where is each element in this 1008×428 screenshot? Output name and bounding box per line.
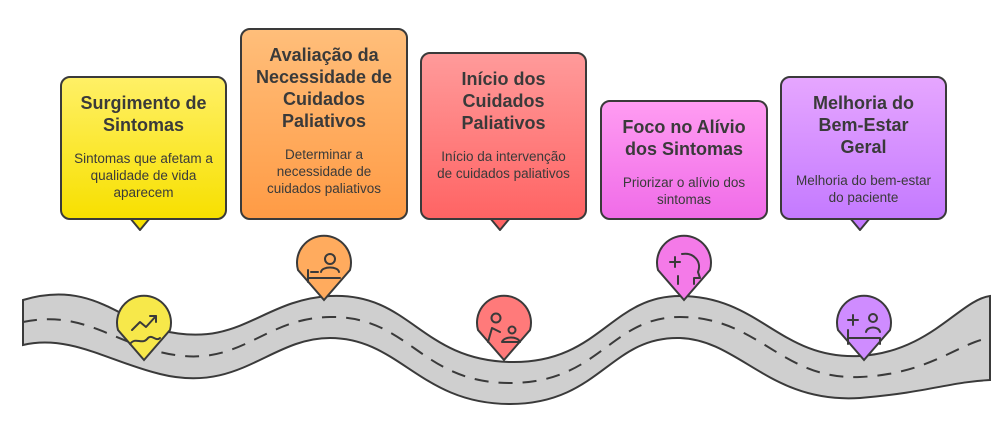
step-description: Sintomas que afetam a qualidade de vida …: [74, 151, 213, 200]
pin-melhoria: [836, 294, 892, 362]
road-center-line: [22, 315, 991, 385]
pin-inicio: [476, 294, 532, 362]
step-description: Melhoria do bem-estar do paciente: [795, 173, 932, 205]
caregiver-icon: [487, 312, 521, 343]
road: [22, 293, 991, 406]
step-title: Foco no Alívio dos Sintomas: [622, 117, 746, 159]
step-card-inicio: Início dos Cuidados Paliativos Início da…: [420, 52, 587, 220]
pin-surgimento: [116, 294, 172, 362]
step-description: Determinar a necessidade de cuidados pal…: [266, 147, 382, 196]
symptoms-chart-icon: [129, 315, 161, 345]
pin-avaliacao: [296, 234, 352, 302]
head-health-icon: [669, 252, 701, 285]
step-card-melhoria: Melhoria do Bem-Estar Geral Melhoria do …: [780, 76, 947, 220]
doctor-patient-bed-icon: [307, 253, 341, 283]
step-card-foco: Foco no Alívio dos Sintomas Priorizar o …: [600, 100, 768, 220]
step-card-surgimento: Surgimento de Sintomas Sintomas que afet…: [60, 76, 227, 220]
step-title: Avaliação da Necessidade de Cuidados Pal…: [255, 45, 393, 131]
patient-care-icon: [847, 313, 881, 345]
pin-foco: [656, 234, 712, 302]
step-card-avaliacao: Avaliação da Necessidade de Cuidados Pal…: [240, 28, 408, 220]
step-title: Surgimento de Sintomas: [80, 93, 207, 135]
step-title: Início dos Cuidados Paliativos: [461, 69, 546, 133]
step-title: Melhoria do Bem-Estar Geral: [812, 93, 914, 157]
step-description: Início da intervenção de cuidados paliat…: [437, 149, 570, 181]
step-description: Priorizar o alívio dos sintomas: [622, 175, 746, 207]
